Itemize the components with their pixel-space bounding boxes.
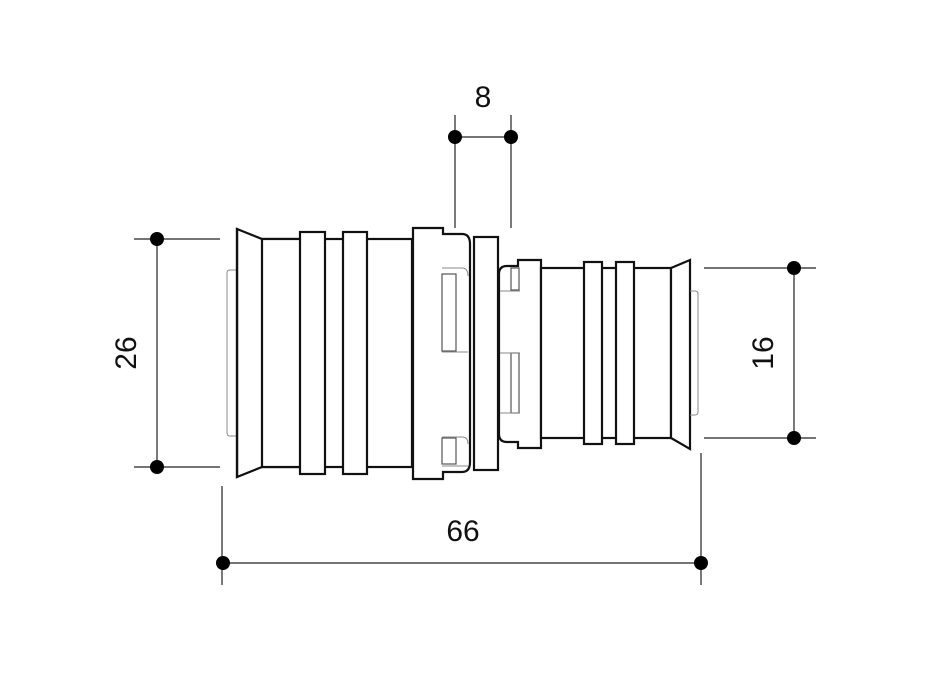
right-flare: [669, 258, 692, 451]
dimension-right-diameter: 16: [704, 261, 816, 445]
left-window-lower-hidden: [442, 436, 469, 445]
left-window-upper: [441, 273, 457, 352]
right-window-hidden-2: [500, 352, 520, 414]
dimension-label-16: 16: [747, 336, 780, 369]
center-ring: [472, 235, 500, 472]
dimension-left-diameter: 26: [110, 232, 220, 474]
right-window-lower: [510, 352, 520, 414]
dimension-endpoint-dot: [787, 261, 801, 275]
left-barrel: [260, 237, 414, 469]
dimension-endpoint-dot: [504, 130, 518, 144]
dimension-label-26: 26: [110, 336, 143, 369]
left-window-top-hidden: [442, 267, 469, 277]
left-window-lower: [441, 437, 457, 465]
dimension-endpoint-dot: [787, 431, 801, 445]
dimension-label-8: 8: [475, 81, 492, 114]
dimension-label-66: 66: [446, 515, 479, 548]
right-rib-2: [614, 260, 636, 446]
dimension-endpoint-dot: [694, 556, 708, 570]
left-rib-2: [341, 230, 369, 476]
dimension-endpoint-dot: [150, 460, 164, 474]
dimension-endpoint-dot: [448, 130, 462, 144]
right-rib-1: [582, 260, 604, 446]
right-barrel: [539, 266, 673, 440]
dimension-endpoint-dot: [216, 556, 230, 570]
left-rib-1: [298, 230, 327, 476]
left-body: [226, 226, 472, 481]
dimension-endpoint-dot: [150, 232, 164, 246]
left-hidden-pipe-edge: [226, 269, 236, 437]
right-hidden-pipe-edge: [690, 290, 699, 416]
right-body: [497, 258, 699, 451]
right-window-upper: [510, 267, 520, 291]
right-sleeve-head: [497, 258, 543, 450]
dimension-overall-length: 66: [216, 453, 708, 585]
dimension-ring-width: 8: [448, 81, 518, 228]
